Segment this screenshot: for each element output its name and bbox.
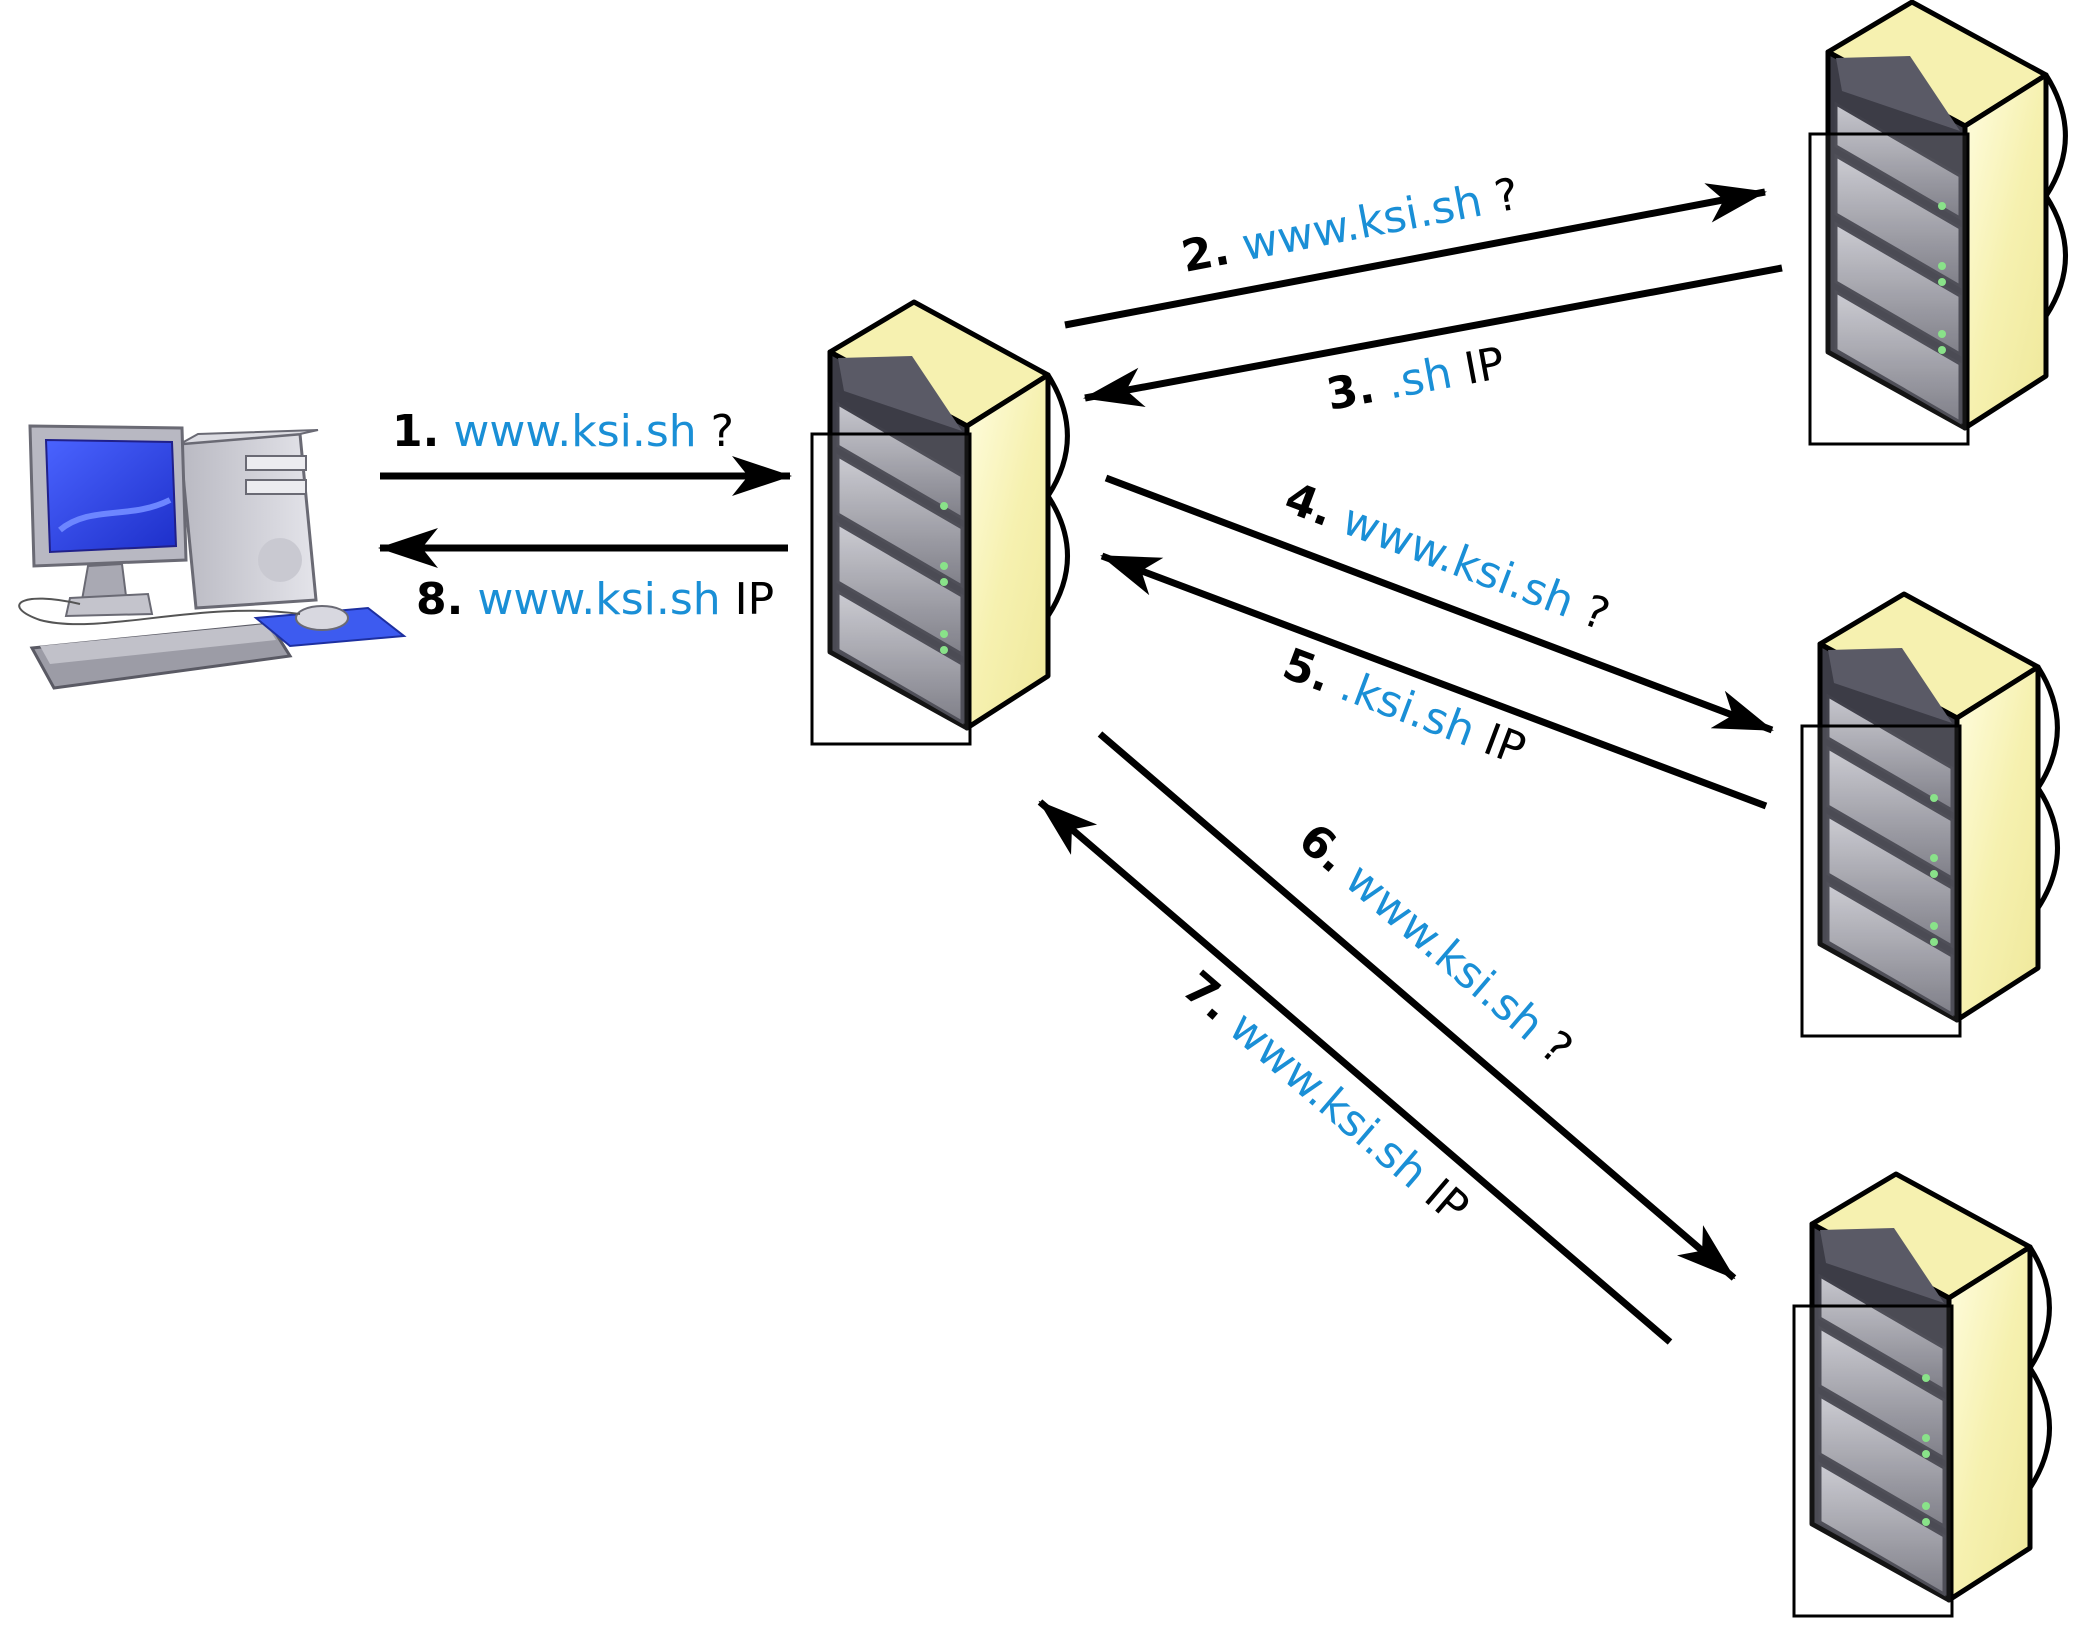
authoritative-server-rack-icon [1794,1174,2050,1616]
label-step-3: 3..sh IP [1323,338,1509,421]
label-step-6: 6.www.ksi.sh ? [1289,814,1582,1075]
label-step-2: 2.www.ksi.sh ? [1178,169,1524,283]
arrow-step-6 [1097,731,1737,1281]
desktop-computer-icon [18,424,407,690]
arrow-step-5 [1100,552,1768,810]
label-step-1: 1.www.ksi.sh ? [392,406,734,457]
resolver-server-rack-icon [812,302,1068,744]
root-server-rack-icon [1810,2,2066,444]
arrow-step-3 [1083,264,1783,408]
label-step-8: 8.www.ksi.sh IP [416,574,774,625]
arrow-step-7 [1037,799,1673,1345]
arrow-step-2 [1064,183,1767,329]
tld-server-rack-icon [1802,594,2058,1036]
label-step-7: 7.www.ksi.sh IP [1173,962,1478,1234]
label-step-4: 4.www.ksi.sh ? [1278,473,1616,642]
arrow-step-4 [1104,474,1774,734]
